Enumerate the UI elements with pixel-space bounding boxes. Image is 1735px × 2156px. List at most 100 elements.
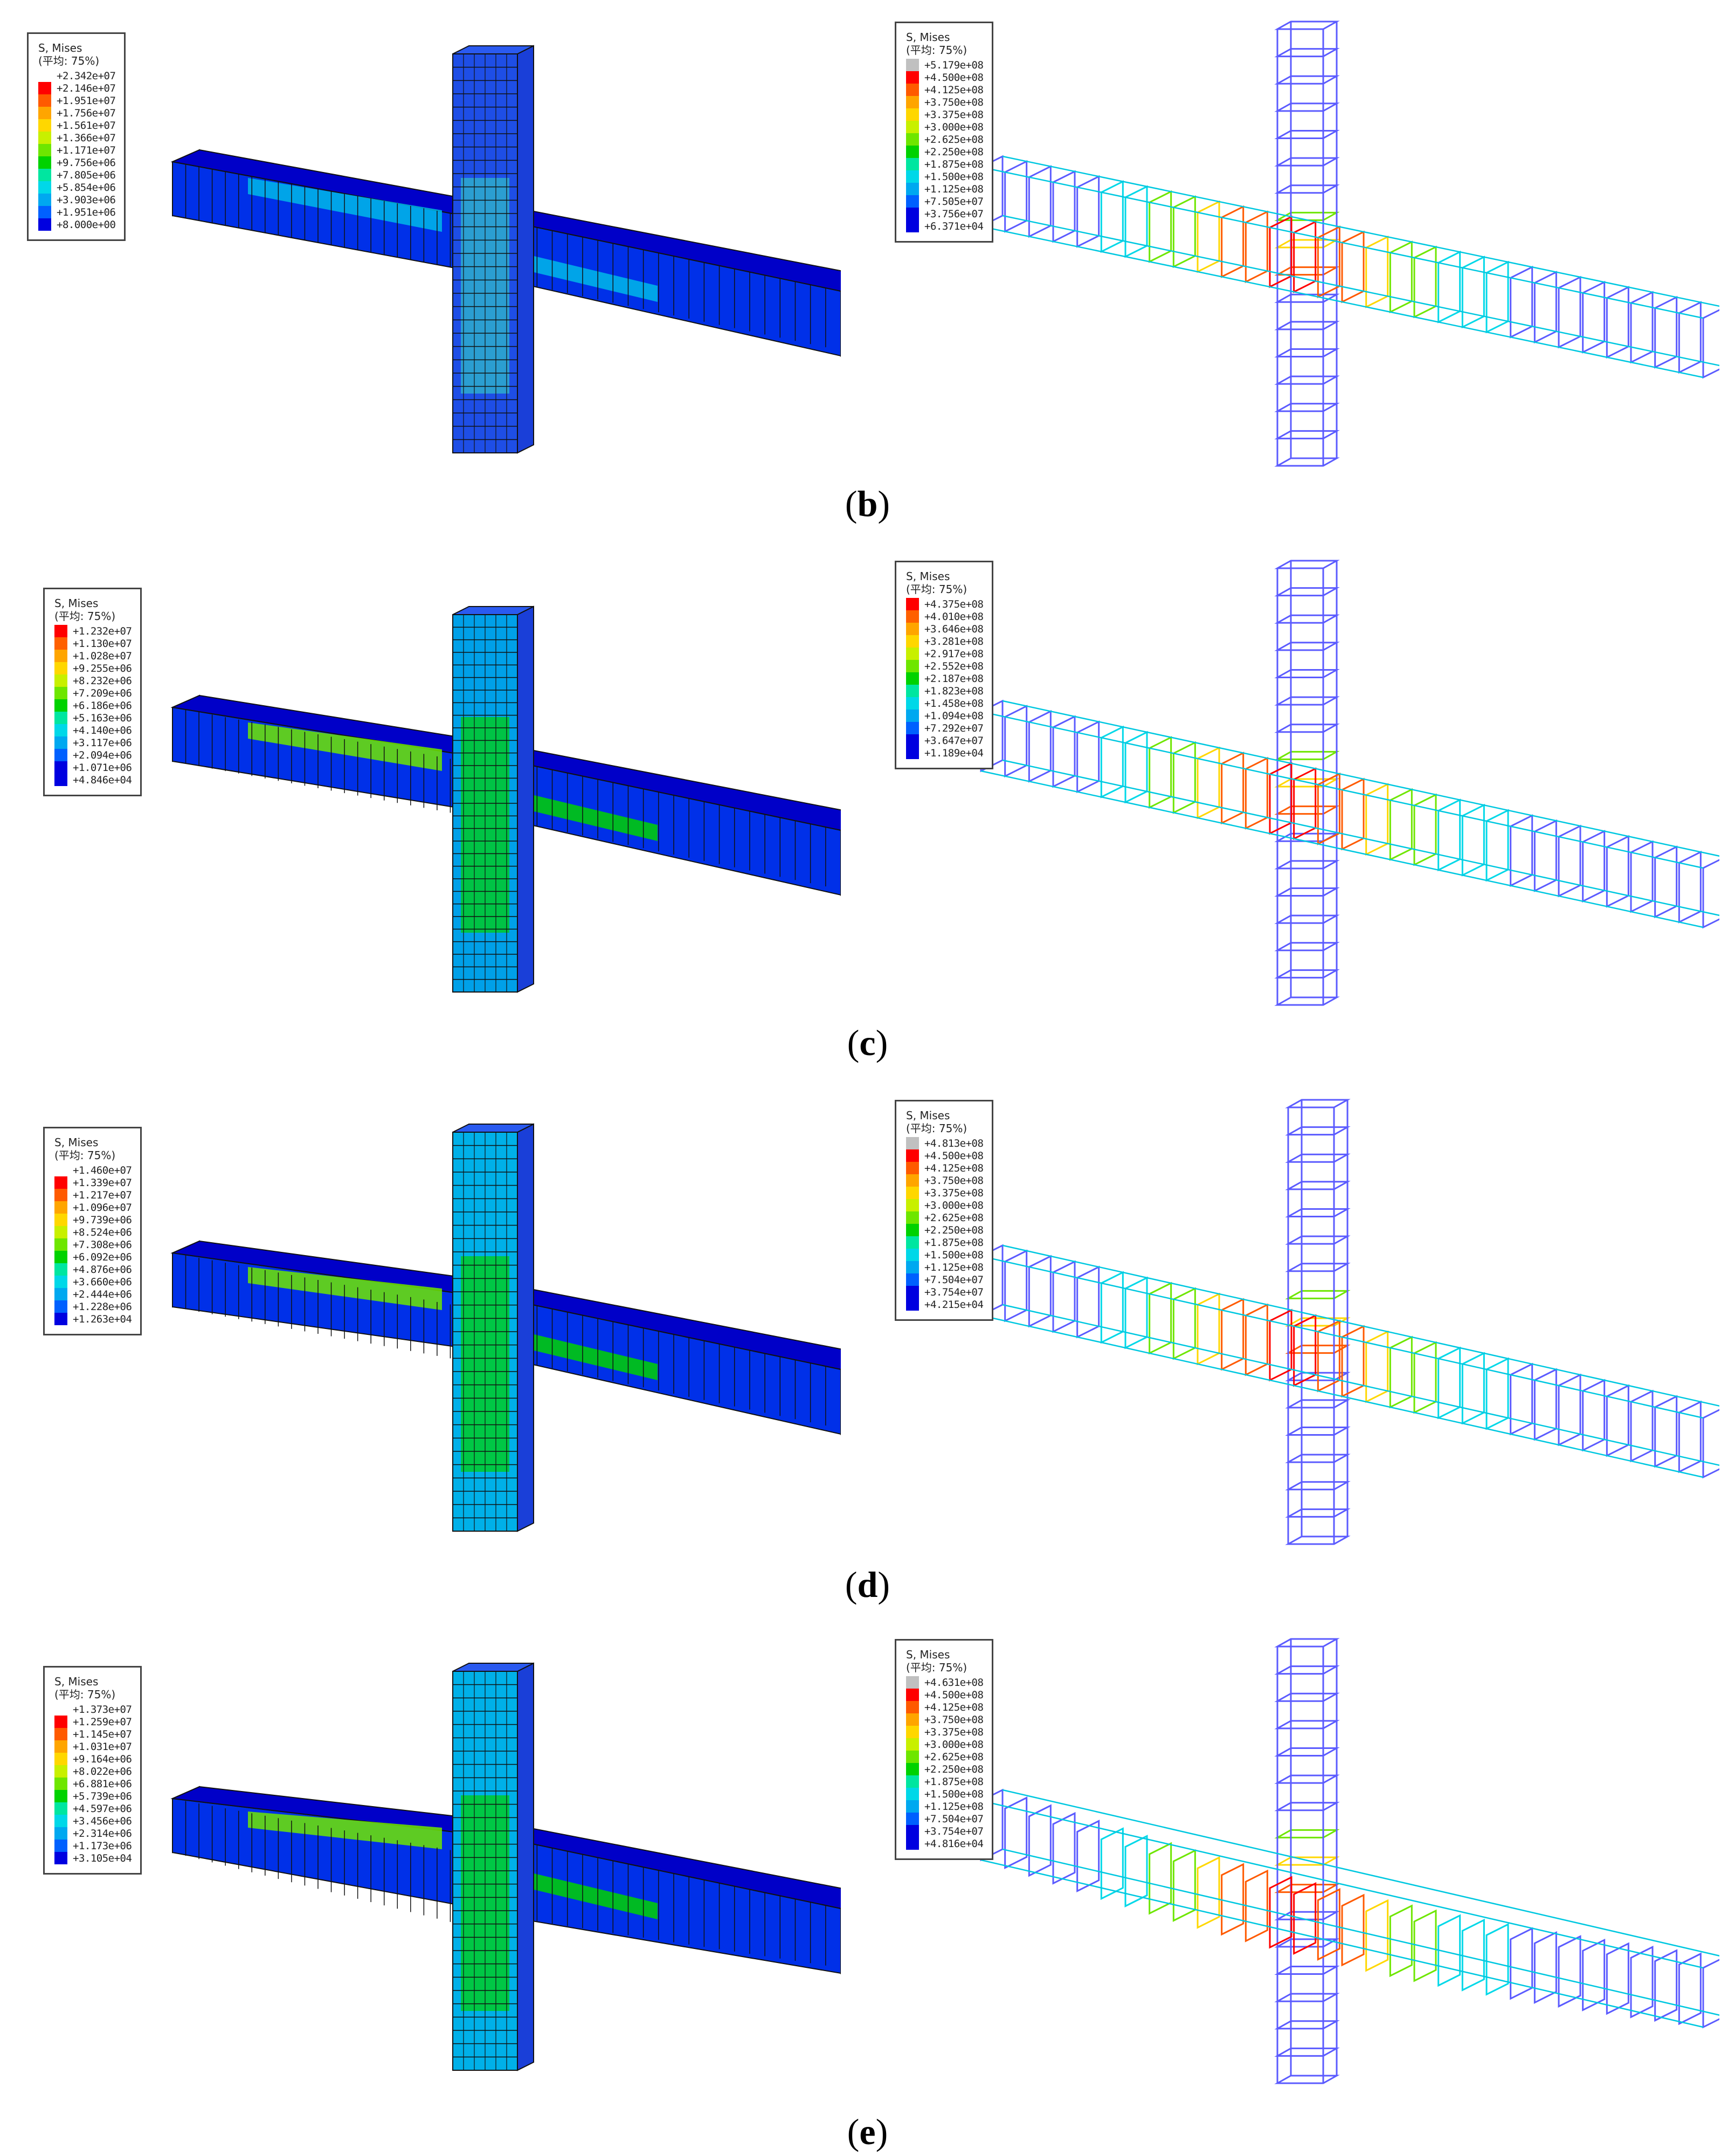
legend-value: +3.660e+06 [73, 1276, 132, 1288]
beam-longitudinal-bar [980, 1255, 1704, 1419]
legend-value: +5.163e+06 [73, 712, 132, 724]
beam-stirrup [1654, 295, 1678, 369]
legend-value: +5.179e+08 [924, 59, 984, 71]
beam-stirrup [1197, 200, 1220, 273]
beam-stirrup [1461, 256, 1485, 329]
beam-stirrup [1149, 190, 1172, 263]
legend-entry: +1.232e+07 [54, 625, 132, 637]
column-stirrup [1274, 969, 1340, 979]
legend-entry: +1.875e+08 [906, 158, 984, 170]
legend-entry: +1.217e+07 [54, 1189, 132, 1201]
column-stirrup [1285, 1427, 1351, 1436]
legend-value: +3.750e+08 [924, 1713, 984, 1726]
legend-value: +3.647e+07 [924, 734, 984, 747]
beam-stirrup [1245, 210, 1268, 284]
legend-value: +1.094e+08 [924, 710, 984, 722]
legend-swatch [54, 1164, 67, 1176]
legend-entry: +1.125e+08 [906, 1800, 984, 1813]
beam-stirrup [1702, 309, 1719, 379]
legend-entry: +1.460e+07 [54, 1164, 132, 1176]
legend-swatch [38, 206, 51, 218]
column-stirrup [1274, 1993, 1340, 2002]
legend-value: +2.094e+06 [73, 749, 132, 761]
legend-swatch [54, 1251, 67, 1263]
legend-swatch [54, 1189, 67, 1201]
legend-swatch [906, 84, 919, 96]
beam-stirrup [1124, 1835, 1148, 1907]
beam-stirrup [1028, 710, 1052, 783]
legend-title: S, Mises [906, 31, 950, 44]
legend-entry: +5.163e+06 [54, 712, 132, 724]
beam-stirrup [1702, 859, 1719, 929]
beam-stirrup [1052, 715, 1076, 788]
column-stirrup [1274, 560, 1340, 569]
legend-entry: +2.625e+08 [906, 133, 984, 146]
beam-stirrup [1004, 1796, 1028, 1869]
beam-stirrup [1004, 1249, 1028, 1322]
legend-entry: +3.660e+06 [54, 1276, 132, 1288]
legend-swatch [54, 749, 67, 761]
legend-value: +1.500e+08 [924, 1788, 984, 1800]
column-stirrup [1274, 860, 1340, 870]
legend-value: +6.881e+06 [73, 1778, 132, 1790]
panel-label-close-paren: ) [875, 1022, 888, 1063]
legend-swatch [906, 1813, 919, 1825]
legend-title: S, Mises [54, 1675, 99, 1688]
beam-longitudinal-bar [1002, 1789, 1719, 1957]
beam-stirrup [1461, 1918, 1485, 1992]
legend-swatch [54, 650, 67, 662]
column-stirrup [1274, 805, 1340, 815]
rebar-model-drawing [980, 1099, 1719, 1545]
rebar-model-drawing [980, 1638, 1719, 2084]
beam-stirrup [1221, 1298, 1245, 1371]
legend-swatch [54, 736, 67, 749]
legend-value: +4.500e+08 [924, 71, 984, 84]
legend-swatch [906, 1713, 919, 1726]
rebar-frame-model [980, 560, 1719, 1006]
legend-value: +7.209e+06 [73, 687, 132, 699]
legend-value: +3.375e+08 [924, 108, 984, 121]
legend-swatch [906, 660, 919, 672]
panel-label-letter: c [859, 1022, 876, 1063]
beam-stirrup [1317, 1888, 1340, 1961]
column-stirrup [1274, 1692, 1340, 1702]
beam-stirrup [1437, 250, 1461, 323]
legend-swatch [54, 1852, 67, 1864]
concrete-stress-pane: S, Mises(平均: 75%)+2.342e+07+2.146e+07+1.… [22, 16, 841, 491]
legend-value: +8.524e+06 [73, 1226, 132, 1238]
beam-stirrup [1630, 291, 1654, 364]
legend-value: +3.281e+08 [924, 635, 984, 648]
legend-value: +2.625e+08 [924, 1211, 984, 1224]
beam-stirrup [1678, 850, 1702, 924]
legend-value: +7.504e+07 [924, 1813, 984, 1825]
legend-entry: +7.209e+06 [54, 687, 132, 699]
concrete-model-drawing [170, 605, 841, 993]
legend-entry: +3.750e+08 [906, 1174, 984, 1187]
legend-value: +4.846e+04 [73, 774, 132, 786]
column-stirrup [1285, 1208, 1351, 1217]
beam-longitudinal-bar [1002, 759, 1719, 917]
legend-value: +1.561e+07 [57, 119, 116, 132]
legend-entry: +4.125e+08 [906, 1162, 984, 1174]
column-side-face [517, 1662, 534, 2071]
legend-subtitle: (平均: 75%) [54, 1149, 116, 1162]
rebar-stress-pane: S, Mises(平均: 75%)+4.631e+08+4.500e+08+4.… [895, 1634, 1719, 2108]
beam-stirrup [1558, 1373, 1581, 1446]
beam-longitudinal-bar [980, 166, 1704, 319]
column-stirrup [1274, 2075, 1340, 2084]
legend-entry: +1.500e+08 [906, 170, 984, 183]
beam-stirrup [1124, 185, 1148, 258]
panel-label: (d) [0, 1563, 1735, 1606]
beam-stirrup [1076, 175, 1100, 248]
legend-entry: +4.597e+06 [54, 1802, 132, 1815]
legend-entry: +4.816e+04 [906, 1837, 984, 1850]
rebar-stress-pane: S, Mises(平均: 75%)+4.375e+08+4.010e+08+3.… [895, 555, 1719, 1030]
beam-stirrup [1365, 1330, 1389, 1403]
legend-value: +1.228e+06 [73, 1300, 132, 1313]
legend-value: +3.000e+08 [924, 1738, 984, 1751]
legend-swatch [54, 1740, 67, 1753]
beam-stirrup [1510, 1362, 1533, 1436]
legend-entry: +2.444e+06 [54, 1288, 132, 1300]
legend-value: +3.754e+07 [924, 1825, 984, 1837]
beam-stirrup [1197, 1856, 1220, 1929]
